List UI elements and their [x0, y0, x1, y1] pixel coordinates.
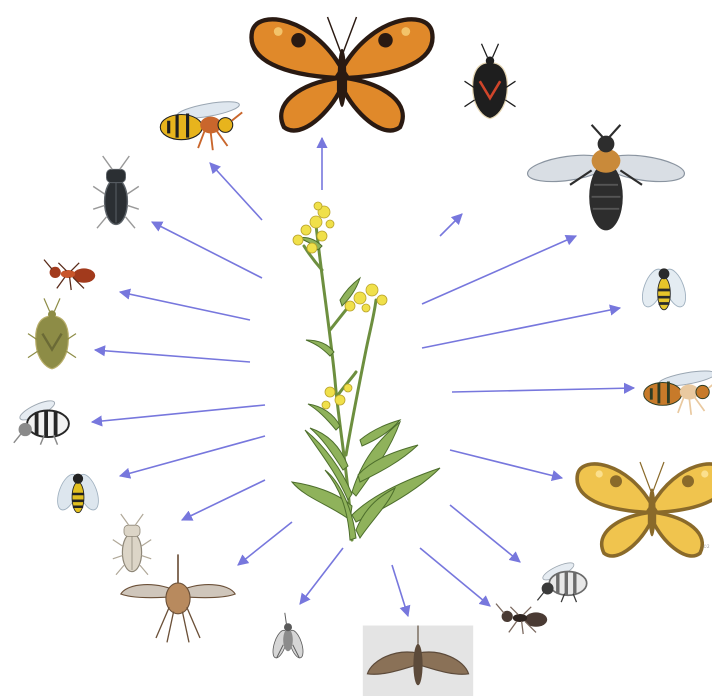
arrow-to-small-fly: [300, 548, 343, 604]
black-beetle-icon: [93, 156, 139, 228]
arrow-to-hoverfly-right: [422, 308, 620, 348]
watermark-text: ©2: [703, 544, 710, 549]
hawk-moth-icon: [363, 626, 473, 696]
arrow-group: [92, 138, 634, 616]
green-stink-bug-icon: [28, 298, 76, 368]
arrow-to-black-beetle: [152, 222, 262, 278]
arrow-to-green-stink-bug: [95, 350, 250, 362]
red-ant-icon: [44, 260, 95, 290]
red-black-shield-bug-icon: [465, 44, 516, 119]
tortoiseshell-butterfly-icon: [252, 17, 433, 131]
arrow-to-red-ant: [120, 292, 250, 320]
insect-group: [14, 17, 712, 696]
arrow-to-wasp: [210, 163, 262, 220]
cuckoo-wasp-icon: [644, 368, 712, 415]
arrow-to-bumble-bee: [422, 236, 576, 304]
arrow-to-red-black-shield-bug: [440, 214, 462, 236]
pale-bug-icon: [113, 514, 151, 575]
grey-bee-icon: [537, 560, 586, 603]
wasp-icon: [160, 98, 242, 150]
small-fly-icon: [270, 613, 306, 660]
yellow-butterfly-icon: [577, 462, 712, 556]
arrow-to-hawk-moth: [392, 565, 408, 616]
small-ant-icon: [496, 604, 547, 634]
hoverfly-left-icon: [53, 472, 102, 513]
arrow-to-small-ant: [420, 548, 490, 606]
arrow-to-pale-bug: [182, 480, 265, 520]
arrow-to-bee-fly: [238, 522, 292, 565]
plant-illustration: [292, 202, 440, 540]
bumble-bee-icon: [526, 125, 686, 231]
hoverfly-right-icon: [638, 266, 690, 309]
arrow-to-hoverfly-left: [120, 436, 265, 476]
arrow-to-yellow-butterfly: [450, 450, 562, 478]
arrow-to-striped-bee: [92, 405, 265, 422]
arrow-to-grey-bee: [450, 505, 520, 562]
arrow-to-cuckoo-wasp: [452, 388, 634, 392]
striped-bee-icon: [14, 397, 69, 445]
